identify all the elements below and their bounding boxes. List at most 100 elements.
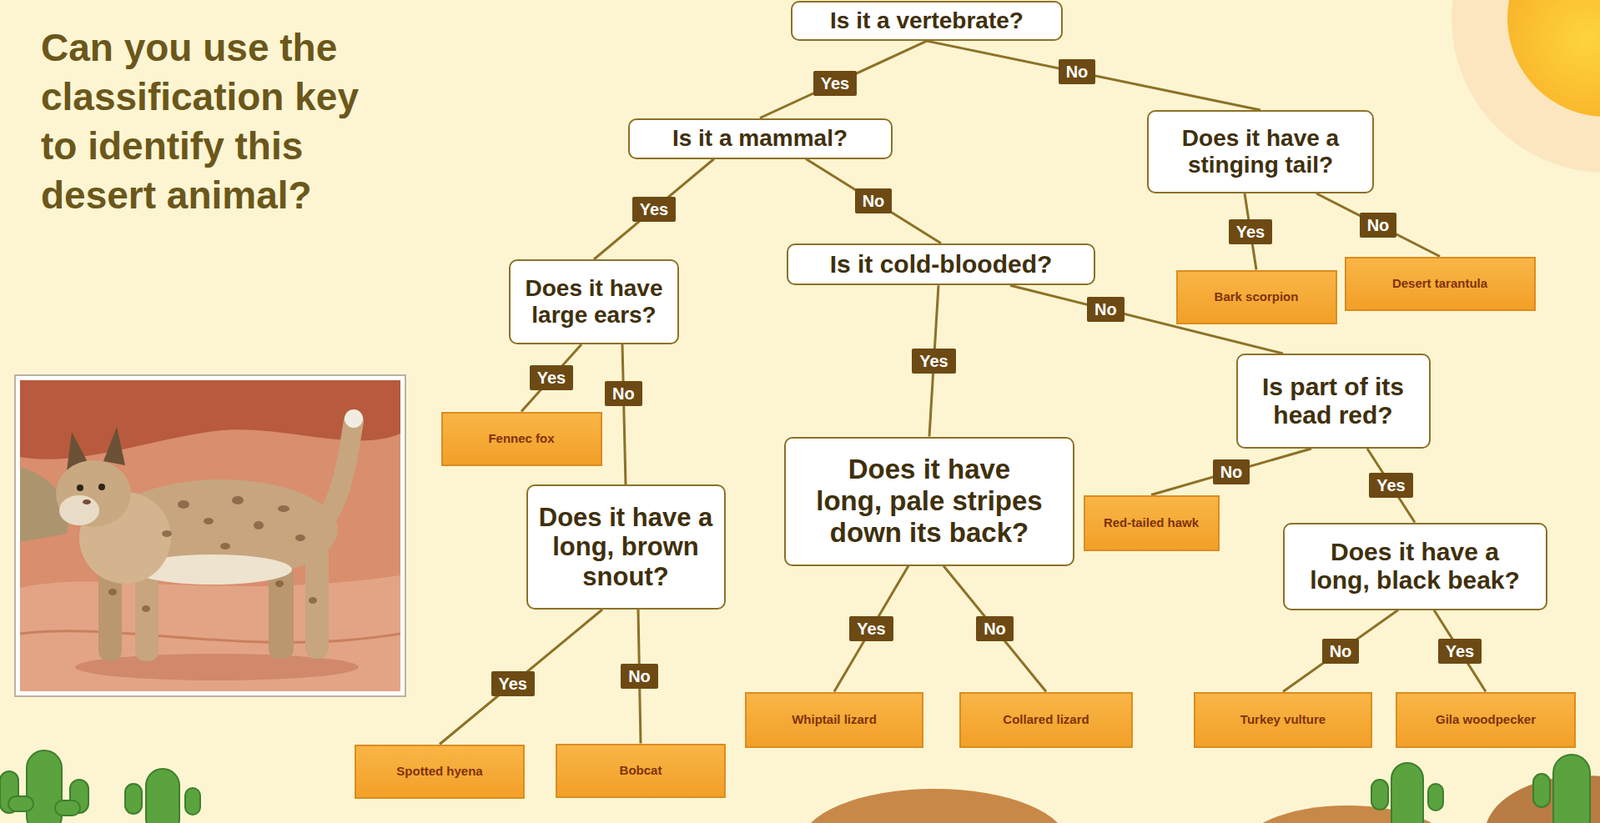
answer-box: Desert tarantula — [1344, 256, 1536, 312]
answer-tag: No — [855, 188, 893, 214]
cat-ear — [103, 427, 126, 466]
answer-tag: Yes — [1228, 219, 1273, 245]
connector-line — [1433, 610, 1486, 693]
connector-line — [1316, 193, 1440, 257]
connector-group — [439, 40, 1486, 745]
question-text: Does it have a stinging tail? — [1162, 125, 1359, 179]
sun — [1507, 0, 1600, 117]
answer-text: Collared lizard — [974, 712, 1118, 728]
cat-tail-tip — [344, 409, 363, 428]
cactus-trunk — [1391, 763, 1424, 823]
cactus-arm — [8, 796, 34, 812]
answer-box: Collared lizard — [959, 692, 1133, 749]
rock-ledge — [20, 631, 401, 644]
cat-eye — [98, 483, 106, 491]
rock-wall — [20, 380, 401, 692]
answer-text: Fennec fox — [456, 431, 588, 447]
answer-tag: No — [620, 664, 659, 690]
answer-box: Turkey vulture — [1193, 692, 1373, 749]
answer-tag: Yes — [529, 365, 574, 391]
connector-line — [622, 344, 626, 485]
question-text: Does it have large ears? — [517, 275, 672, 329]
question-box: Is it cold-blooded? — [786, 243, 1096, 287]
sand-dune — [800, 789, 1068, 823]
answer-tag: No — [604, 381, 643, 407]
cat-spots — [108, 496, 317, 613]
connector-line — [1367, 448, 1415, 524]
cactus-arm — [1428, 784, 1444, 811]
answer-text: Desert tarantula — [1359, 276, 1521, 292]
answer-text: Bobcat — [570, 763, 711, 779]
cat-head — [55, 460, 131, 528]
cactus-arm — [1533, 774, 1550, 808]
answer-box: Whiptail lizard — [744, 692, 924, 749]
cactus-arm — [185, 788, 201, 816]
answer-tag: No — [976, 616, 1014, 642]
answer-tag: Yes — [632, 196, 676, 222]
question-text: Does it have a long, black beak? — [1301, 538, 1529, 596]
connector-line — [439, 609, 603, 745]
question-text: Is it cold-blooded? — [801, 250, 1081, 280]
connector-line — [521, 344, 582, 413]
answer-text: Bark scorpion — [1191, 289, 1323, 305]
question-text: Is it a mammal? — [643, 125, 878, 152]
answer-text: Turkey vulture — [1208, 712, 1358, 728]
page-title: Can you use the classification key to id… — [40, 23, 375, 221]
connector-line — [805, 159, 941, 244]
answer-tag: No — [1359, 212, 1398, 238]
answer-tag: No — [1058, 59, 1097, 85]
cactus-trunk — [145, 769, 180, 823]
question-box: Does it have long, pale stripes down its… — [784, 437, 1075, 567]
answer-tag: Yes — [1438, 638, 1482, 665]
connector-line — [943, 566, 1047, 693]
connector-line — [759, 40, 927, 118]
question-text: Does it have long, pale stripes down its… — [812, 453, 1047, 549]
cactus — [1371, 754, 1590, 823]
cactus-arm — [1371, 779, 1389, 811]
bobcat-photo — [15, 375, 406, 697]
answer-tag: No — [1212, 459, 1251, 485]
connector-line — [1151, 448, 1312, 496]
cat-cheek — [59, 495, 100, 526]
question-box: Is it a mammal? — [628, 118, 893, 160]
cactus — [0, 750, 201, 823]
question-box: Does it have a long, black beak? — [1283, 523, 1548, 611]
answer-tag: Yes — [911, 348, 956, 374]
answer-tag: No — [1322, 638, 1360, 665]
question-text: Is it a vertebrate? — [805, 7, 1048, 35]
connector-line — [1283, 610, 1399, 693]
answer-text: Whiptail lizard — [759, 712, 909, 728]
cat-tail — [327, 421, 354, 518]
question-box: Does it have a stinging tail? — [1147, 110, 1374, 194]
cactus-trunk — [1553, 754, 1590, 823]
photo-frame — [15, 375, 406, 697]
answer-tag: No — [1086, 296, 1125, 323]
answer-tag: Yes — [1368, 472, 1413, 499]
question-box: Does it have large ears? — [508, 259, 680, 345]
sun-halo — [1451, 0, 1600, 173]
cactus-arm — [55, 800, 81, 816]
answer-tag: Yes — [491, 671, 535, 697]
answer-box: Spotted hyena — [354, 744, 525, 800]
answer-text: Gila woodpecker — [1410, 712, 1561, 728]
answer-box: Red-tailed hawk — [1083, 495, 1220, 552]
answer-tag: Yes — [849, 616, 893, 642]
rock-ground — [20, 575, 401, 692]
answer-box: Bobcat — [555, 744, 726, 799]
answer-tag: Yes — [813, 70, 857, 96]
answer-box: Fennec fox — [441, 412, 603, 467]
question-box: Is part of its head red? — [1236, 353, 1431, 449]
cactus-arm — [125, 784, 142, 815]
question-text: Is part of its head red? — [1247, 372, 1419, 431]
answer-text: Red-tailed hawk — [1098, 515, 1205, 531]
connector-line — [926, 40, 1261, 111]
answer-text: Spotted hyena — [369, 764, 510, 780]
photo-image — [20, 380, 401, 692]
question-text: Does it have a long, brown snout? — [538, 503, 714, 593]
cat-eye — [76, 484, 84, 492]
cat-nose — [82, 499, 91, 505]
answer-box: Bark scorpion — [1176, 270, 1338, 325]
